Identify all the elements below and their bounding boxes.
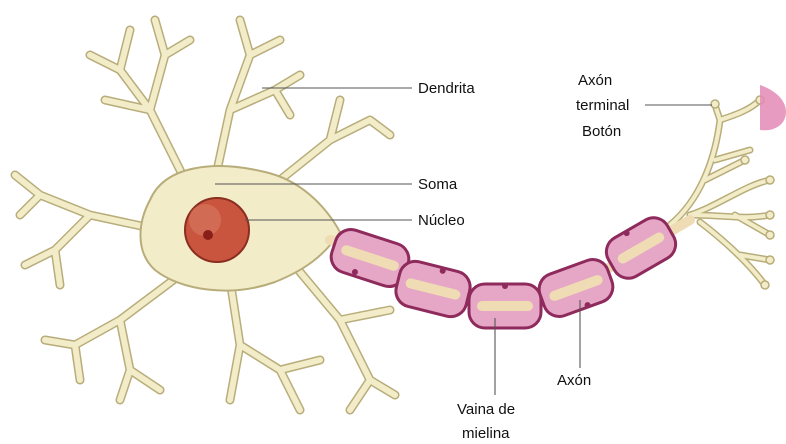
label-axon-terminal-line2: terminal [576, 97, 629, 114]
synaptic-target [760, 85, 786, 130]
label-nucleo: Núcleo [418, 212, 465, 229]
terminal-bouton [711, 100, 719, 108]
nucleolus [203, 230, 213, 240]
label-axon-terminal-line1: Axón [578, 72, 612, 89]
label-soma: Soma [418, 176, 458, 193]
label-vaina-line1: Vaina de [457, 401, 515, 418]
myelin-segment [469, 283, 541, 328]
terminal-bouton [741, 156, 749, 164]
terminal-bouton [766, 256, 774, 264]
terminal-bouton [761, 281, 769, 289]
label-dendrita: Dendrita [418, 80, 475, 97]
terminal-bouton [766, 211, 774, 219]
label-axon: Axón [557, 372, 591, 389]
axon-terminal-branches [670, 96, 774, 289]
label-vaina-line2: mielina [462, 425, 510, 442]
myelin-segment [535, 255, 618, 322]
label-boton: Botón [582, 123, 621, 140]
terminal-bouton [766, 231, 774, 239]
myelin-segment [393, 258, 474, 320]
terminal-bouton [766, 176, 774, 184]
